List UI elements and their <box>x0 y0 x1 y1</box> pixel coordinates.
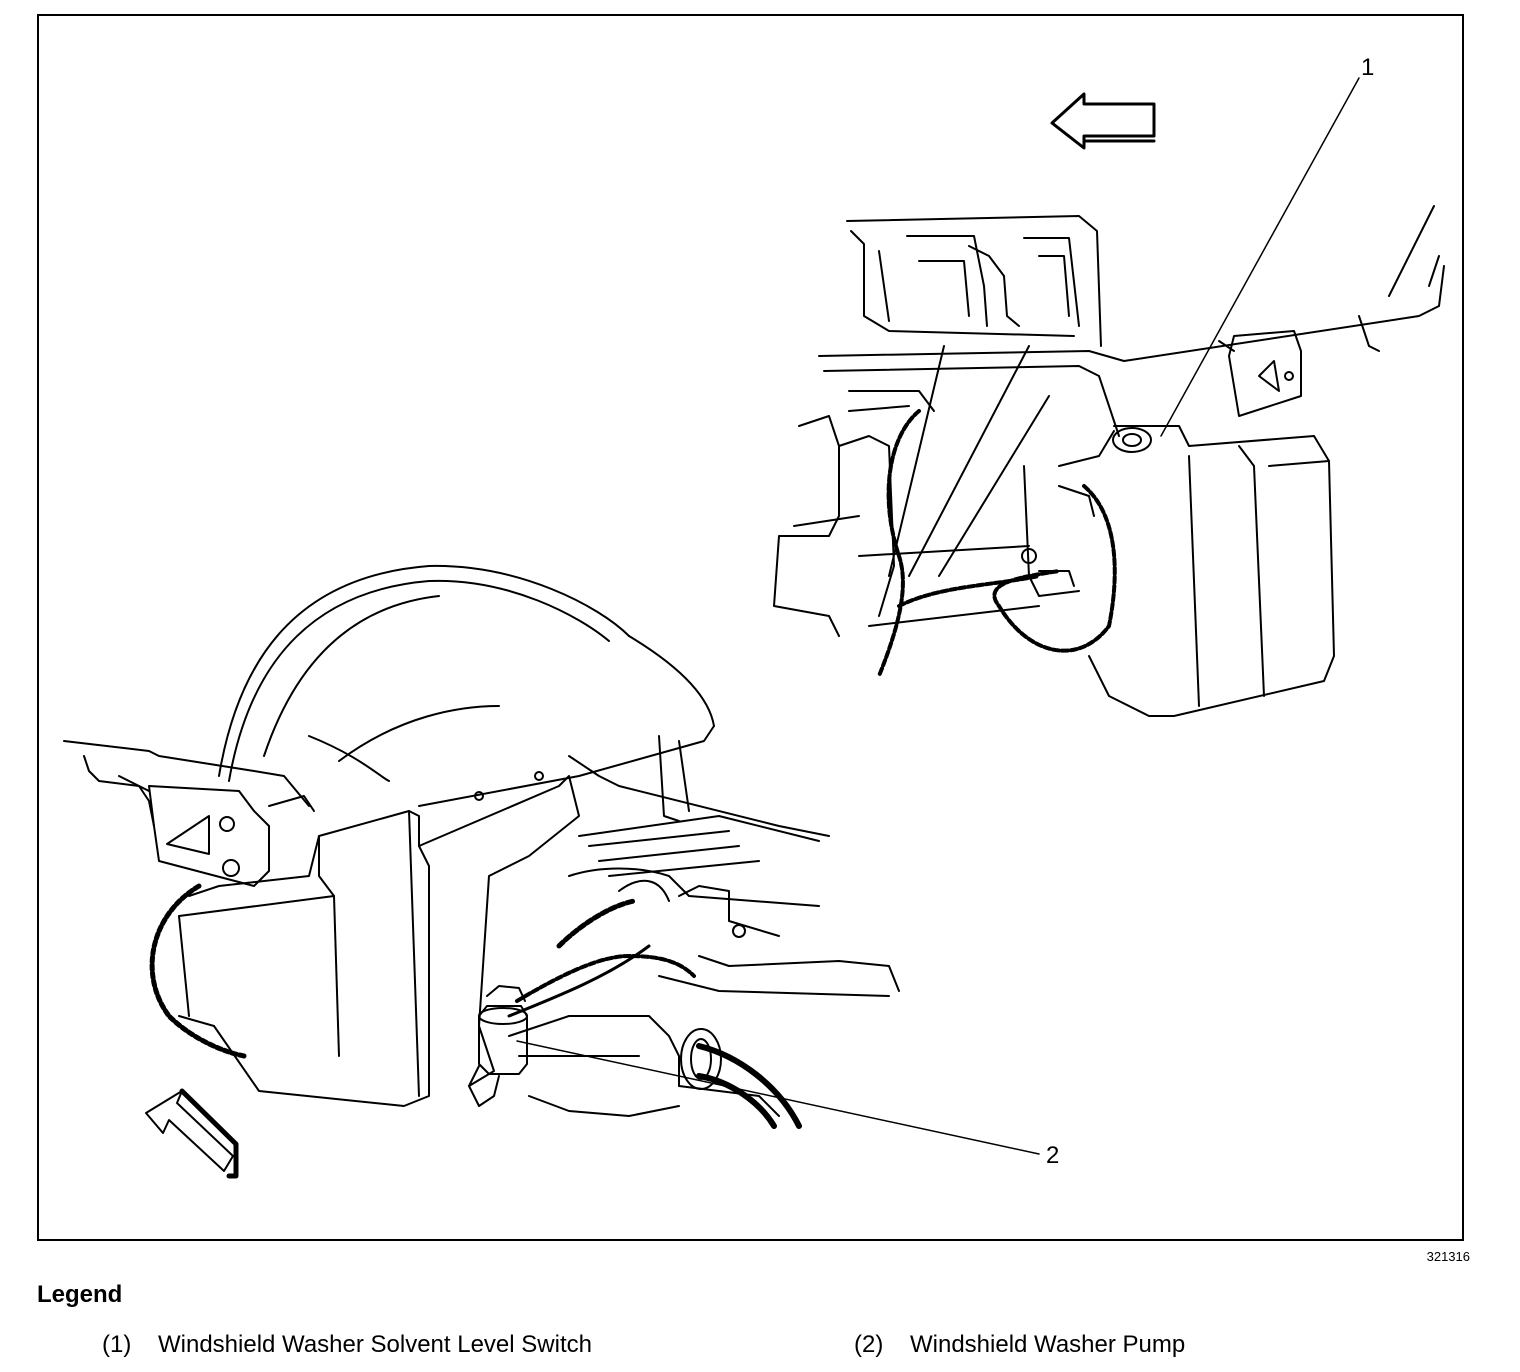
figure-id: 321316 <box>1426 1249 1470 1264</box>
legend-item-1-number: (1) <box>102 1331 132 1358</box>
legend-item-2-number: (2) <box>854 1331 884 1358</box>
direction-arrow-top <box>1050 92 1156 150</box>
leader-line-2 <box>516 1040 1040 1155</box>
legend-title: Legend <box>37 1281 123 1308</box>
upper-view-drawing <box>773 205 1445 717</box>
callout-1: 1 <box>1361 54 1375 81</box>
legend-item-1-label: Windshield Washer Solvent Level Switch <box>158 1331 592 1358</box>
callout-2: 2 <box>1046 1142 1060 1169</box>
direction-arrow-bottom <box>145 1088 239 1179</box>
legend-item-2-label: Windshield Washer Pump <box>910 1331 1186 1358</box>
legend-item-2: (2) Windshield Washer Pump <box>854 1331 1185 1359</box>
figure-frame: 1 2 <box>37 14 1464 1241</box>
line-drawing <box>63 77 1445 1179</box>
lower-view-drawing <box>63 564 900 1129</box>
legend-item-1: (1) Windshield Washer Solvent Level Switc… <box>102 1331 592 1359</box>
leader-line-1 <box>1160 77 1360 437</box>
